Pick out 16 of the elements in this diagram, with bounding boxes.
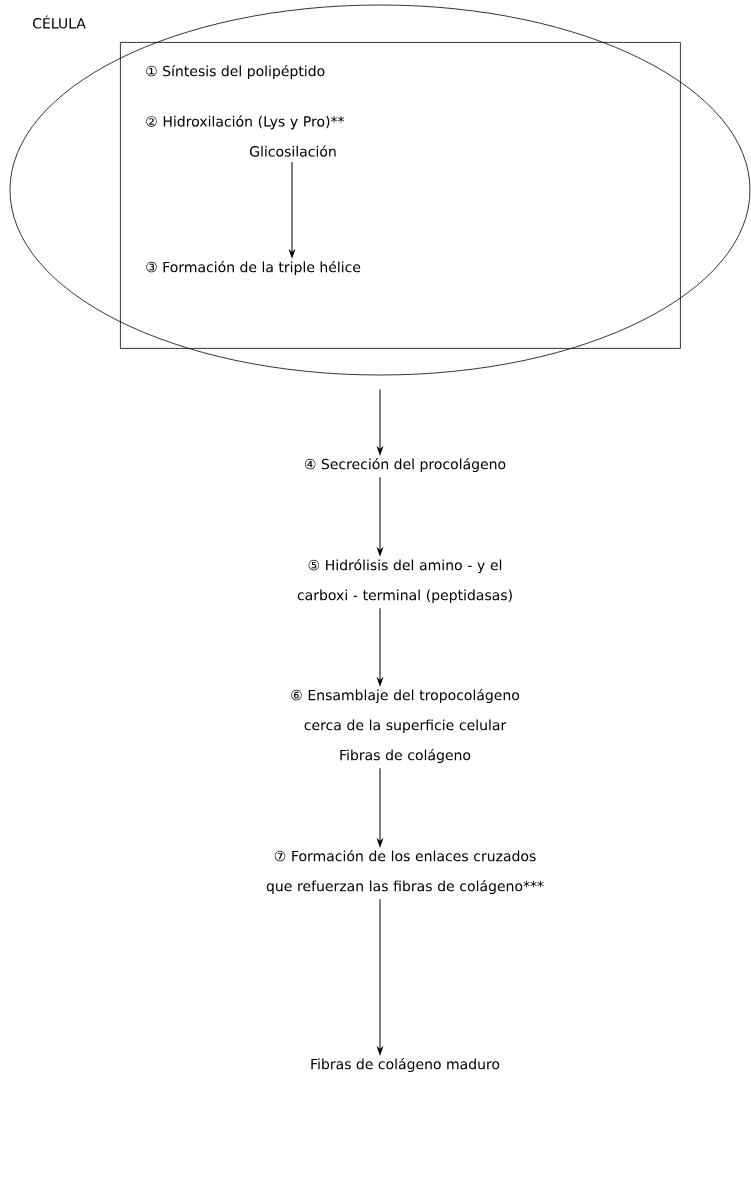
arrow: [377, 607, 383, 686]
arrow: [377, 476, 383, 556]
step-label: ⑤ Hidrólisis del amino - y el carboxi - terminal (peptidasas): [297, 558, 512, 604]
step-label: ⑥ Ensamblaje del tropocolágeno cerca de la superficie celular Fibras de colágeno: [291, 688, 520, 764]
arrow: [289, 161, 295, 258]
step-label: ③ Formación de la triple hélice: [146, 260, 361, 276]
heading: CÉLULA: [33, 15, 86, 29]
step-label: ⑦ Formación de los enlaces cruzados que refuerzan las fibras de colágeno***: [266, 849, 544, 895]
step-label: ② Hidroxilación (Lys y Pro)** Glicosilación: [146, 115, 345, 157]
step-label: Fibras de colágeno maduro: [311, 1057, 500, 1073]
step-label: ④ Secreción del procolágeno: [304, 457, 506, 473]
arrow: [377, 767, 383, 847]
arrow: [377, 388, 383, 455]
step-label: ① Síntesis del polipéptido: [146, 64, 325, 80]
box: [120, 42, 681, 349]
arrow: [377, 898, 383, 1055]
